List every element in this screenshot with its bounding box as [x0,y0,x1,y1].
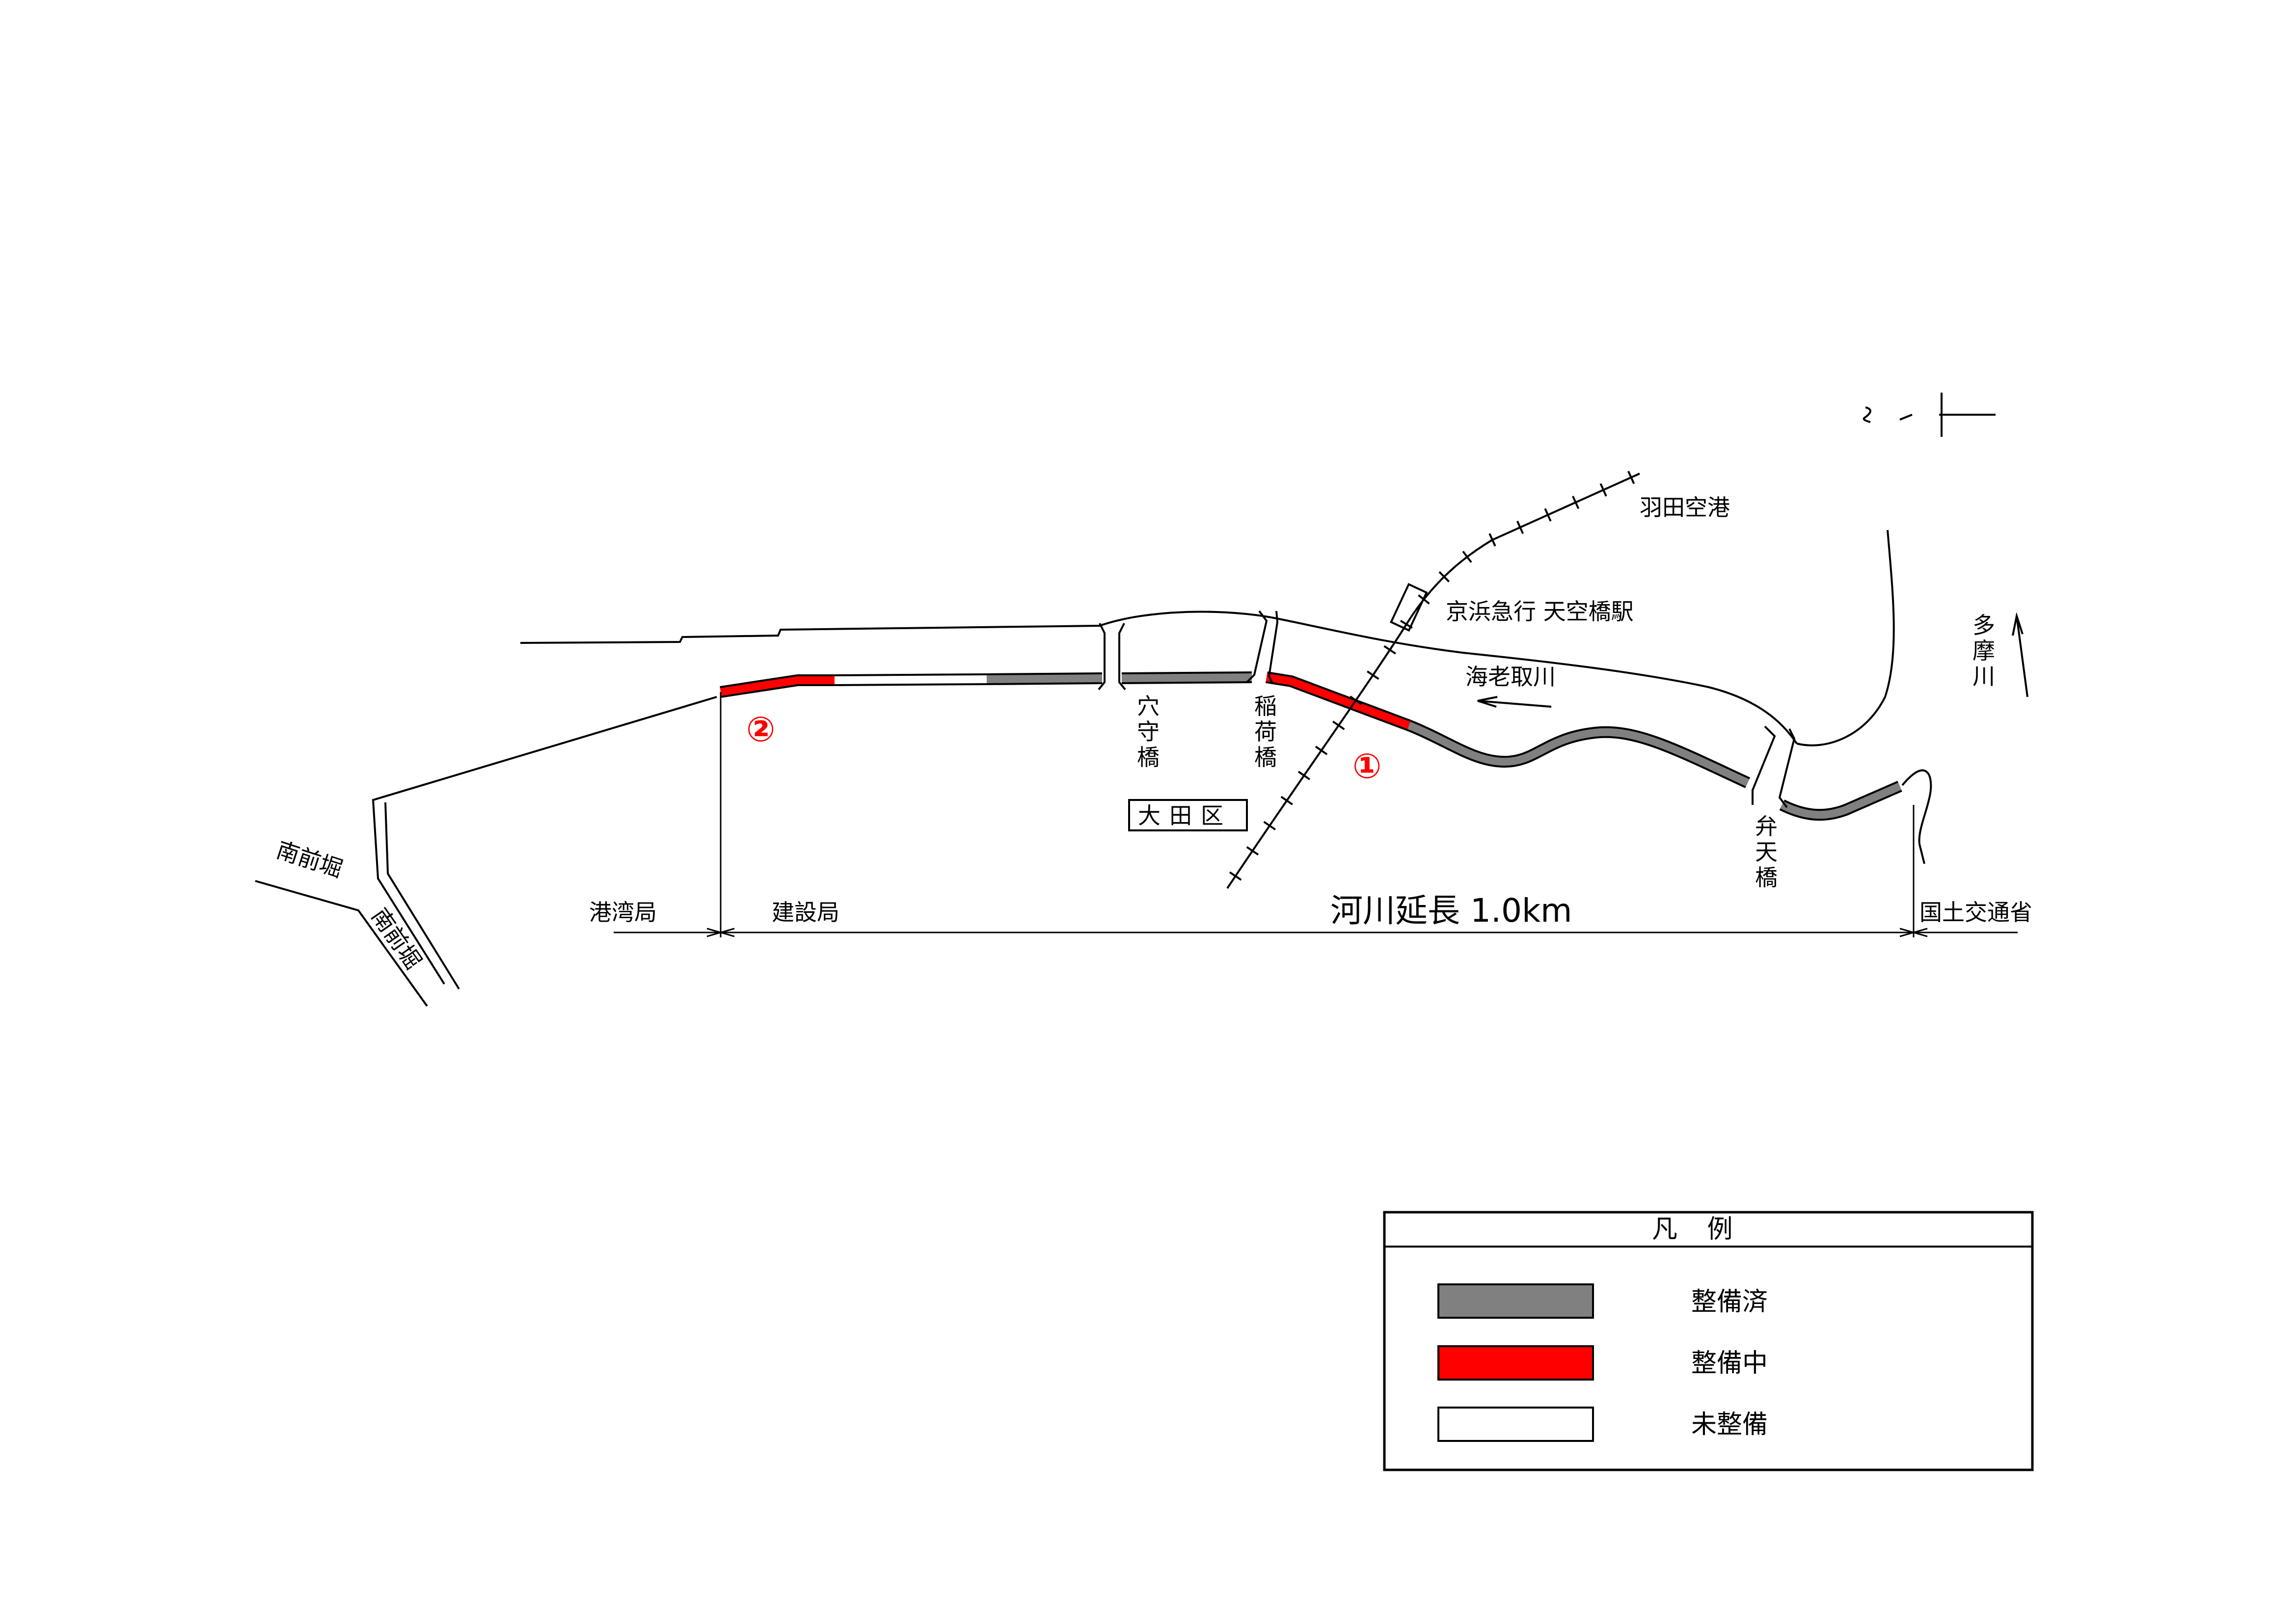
river-segments [720,671,1902,821]
marker-1: ① [1352,746,1381,786]
label-construction-bureau: 建設局 [772,899,839,926]
label-tama-river: 多摩川 [1972,612,1995,690]
railway-tick [1488,533,1496,547]
railway-ticks [1229,471,1635,881]
label-inari-bridge: 稲荷橋 [1254,693,1277,771]
legend-label-in-progress: 整備中 [1691,1349,1768,1378]
railway-tick [1400,619,1413,629]
label-river-length: 河川延長 1.0km [1330,892,1572,930]
railway [1226,473,1640,889]
railway-tick [1438,571,1450,583]
north-arrow-icon [1863,393,1996,437]
flow-arrow-icon [1477,696,1552,708]
railway-tick [1315,745,1328,755]
jurisdiction-lines [614,692,2018,937]
label-ota-ward: 大田区 [1138,802,1232,829]
label-mlit: 国土交通省 [1919,899,2032,926]
railway-tick [1332,720,1345,730]
tama-flow-arrow-icon [2012,612,2028,697]
railway-tick [1462,551,1472,563]
legend-label-not-done: 未整備 [1691,1410,1768,1439]
legend-swatch-done [1437,1283,1594,1319]
railway-tick [1516,520,1524,534]
railway-tick [1572,496,1580,509]
legend-swatch-in-progress [1437,1345,1594,1381]
railway-tick [1350,695,1362,705]
bridges [1098,610,1796,808]
railway-tick [1418,594,1430,605]
railway-tick [1627,471,1635,484]
railway-tick [1383,645,1396,655]
legend: 凡 例 整備済 整備中 未整備 [1383,1211,2034,1471]
railway-tick [1599,483,1607,497]
label-river-name: 海老取川 [1465,664,1556,690]
label-benten-bridge: 弁天橋 [1755,813,1778,891]
railway-tick [1297,771,1311,780]
label-minamimaebori-1: 南前堀 [273,836,346,882]
railway-tick [1229,871,1242,881]
legend-swatch-not-done [1437,1407,1594,1442]
label-haneda-airport: 羽田空港 [1640,494,1730,521]
railway-tick [1280,796,1293,805]
marker-2: ② [746,709,775,749]
label-station: 京浜急行 天空橋駅 [1446,598,1634,625]
station-icon [1390,583,1428,632]
river-banks [255,530,1932,1007]
label-anamori-bridge: 穴守橋 [1137,693,1160,771]
railway-tick [1367,670,1379,680]
railway-tick [1544,508,1552,522]
ota-ward-box [1128,799,1248,831]
railway-tick [1263,821,1276,830]
railway-tick [1246,846,1259,856]
legend-label-done: 整備済 [1691,1287,1768,1317]
label-port-bureau: 港湾局 [589,899,657,926]
legend-title: 凡 例 [1652,1215,1744,1244]
